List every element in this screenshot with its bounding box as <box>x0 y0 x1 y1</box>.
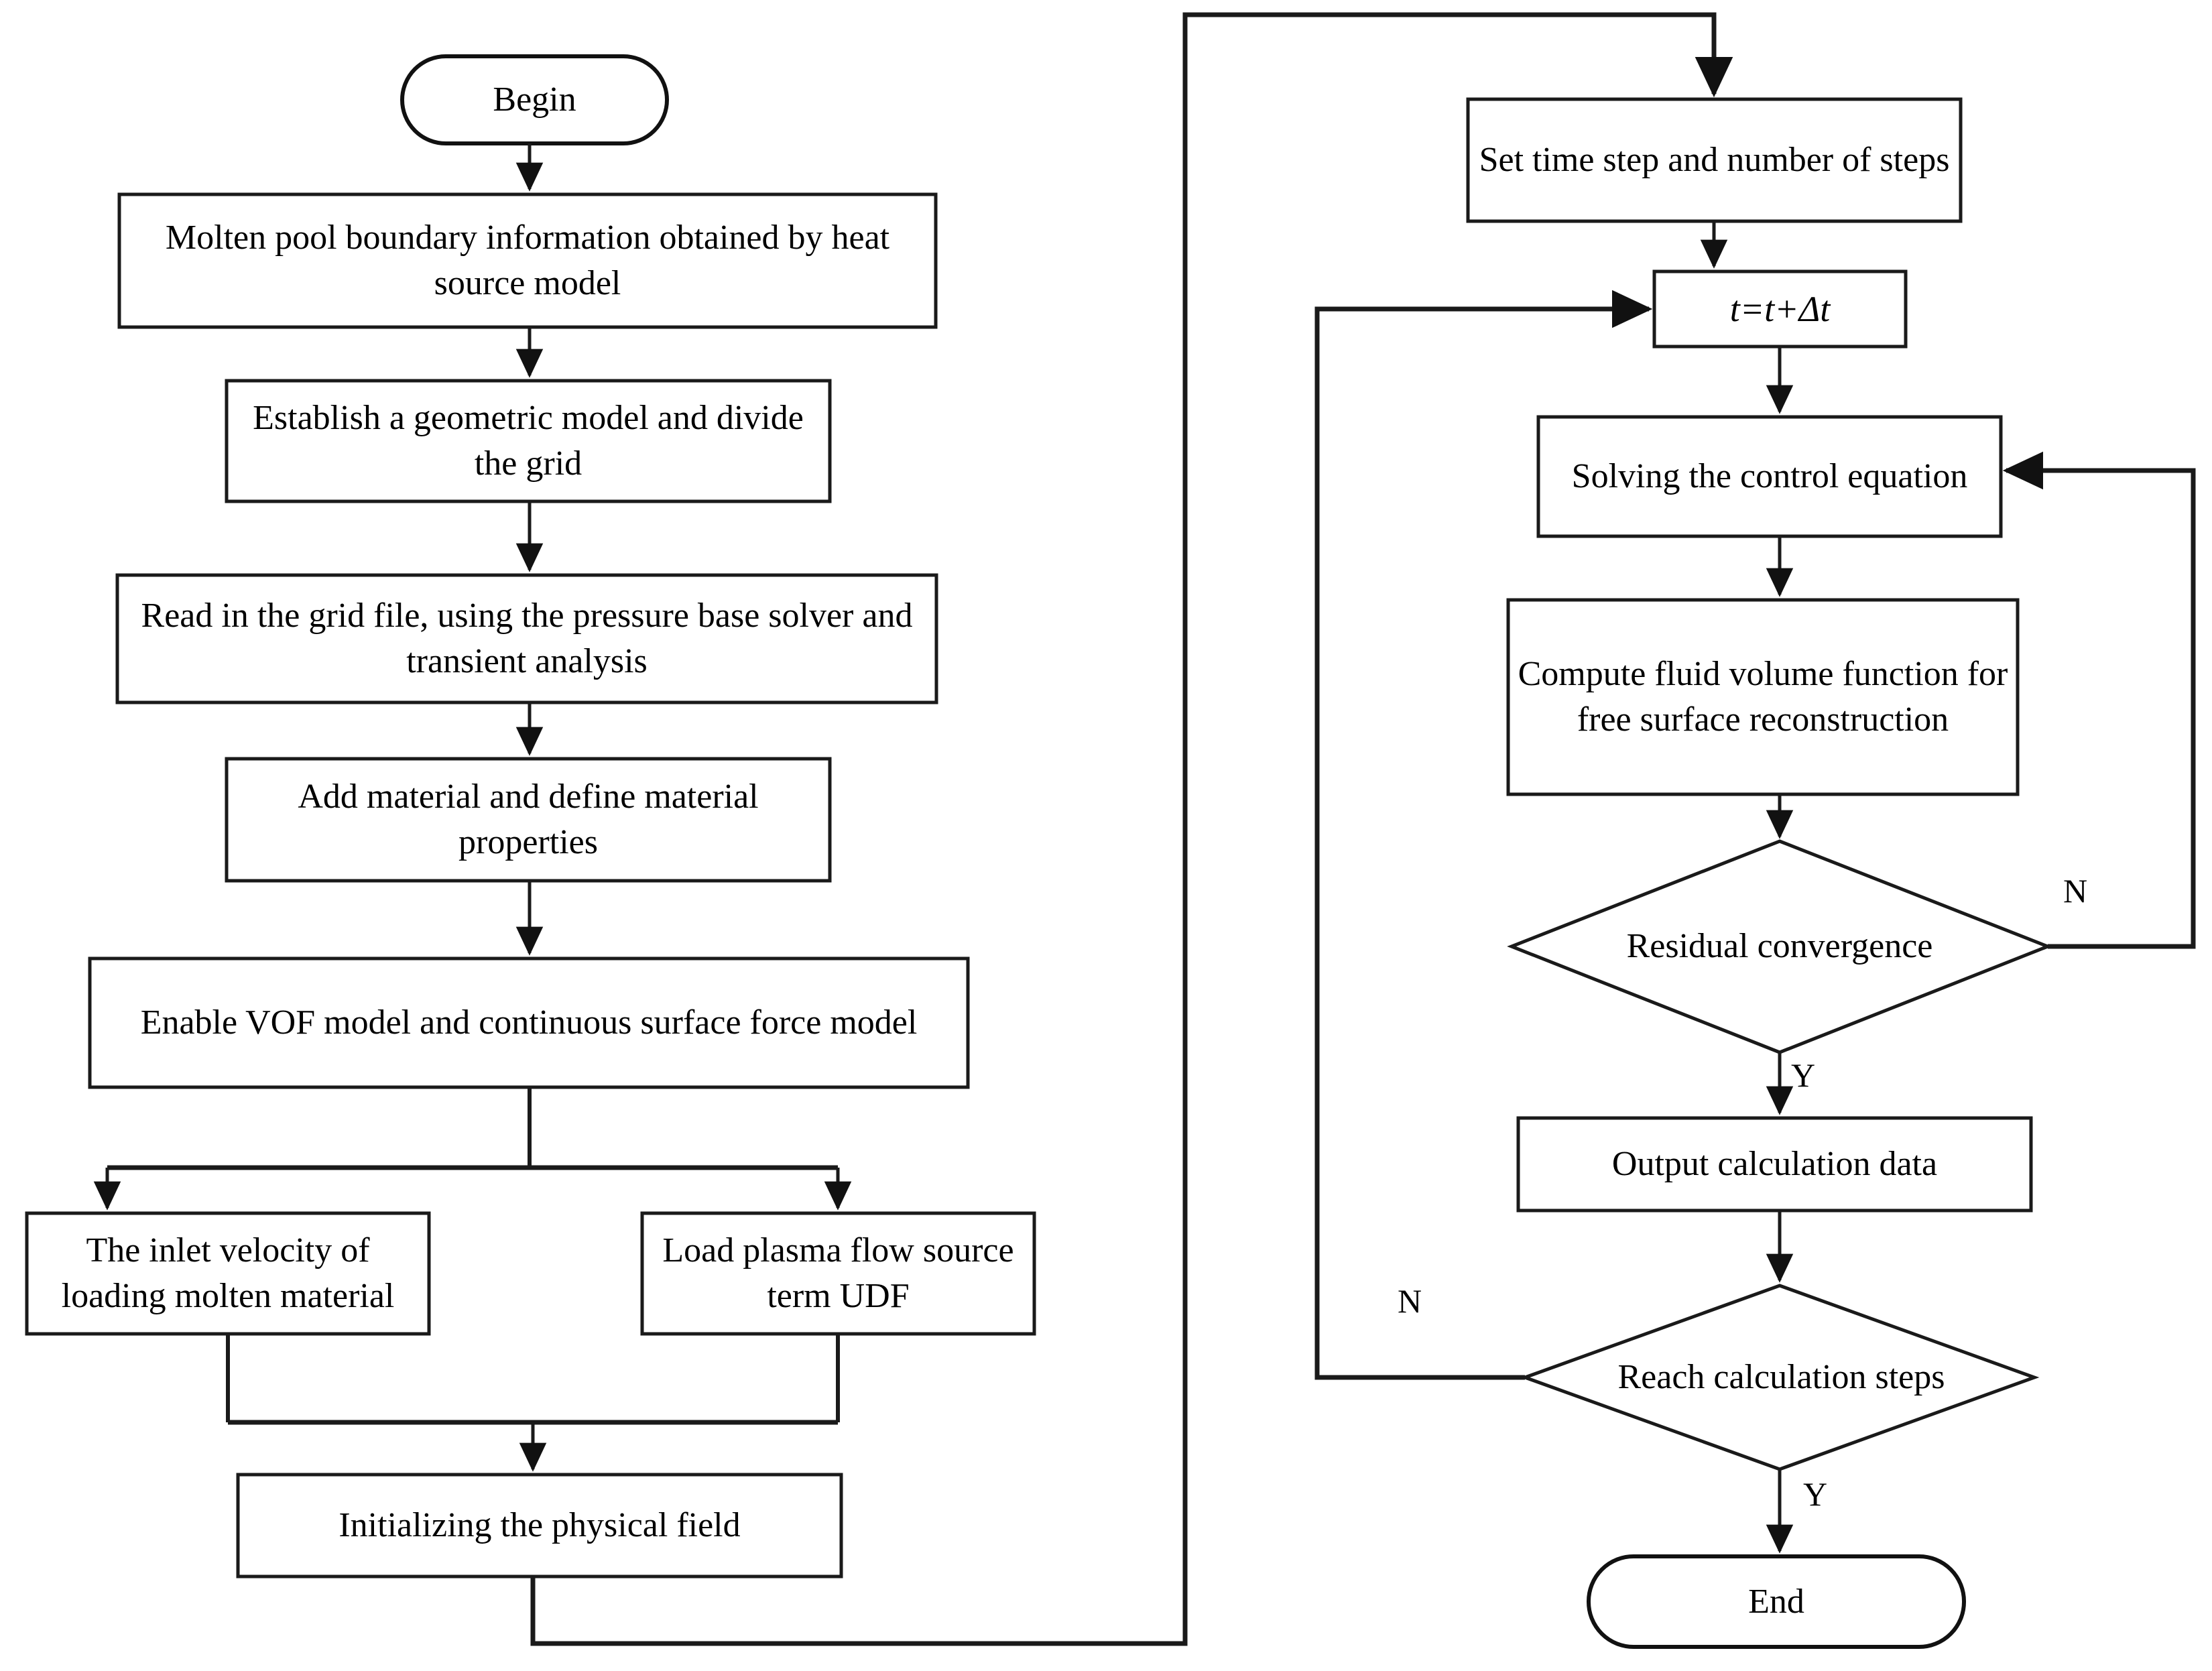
shape-plasma-udf <box>640 1211 1036 1336</box>
shape-geometric-model <box>225 379 832 503</box>
shape-read-grid <box>115 573 938 704</box>
shape-inlet-velocity <box>25 1211 431 1336</box>
shape-set-time-step <box>1466 97 1963 223</box>
shape-output-data <box>1516 1116 2033 1213</box>
shape-compute-vof <box>1506 598 2020 796</box>
shape-time-increment <box>1652 269 1908 349</box>
shape-molten-pool <box>117 192 938 329</box>
shape-enable-vof <box>88 956 970 1089</box>
shape-end <box>1587 1554 1966 1649</box>
edge-label-reach-no: N <box>1398 1282 1422 1320</box>
edge-label-residual-no: N <box>2063 872 2088 910</box>
shape-begin <box>400 54 669 145</box>
shape-solve-control <box>1536 415 2003 538</box>
edge-label-reach-yes: Y <box>1803 1475 1828 1513</box>
edge-initialize-to-settimestep <box>530 12 1733 1646</box>
shape-reach-steps <box>1520 1284 2040 1471</box>
edge-label-residual-yes: Y <box>1791 1056 1816 1094</box>
shape-add-material <box>225 757 832 883</box>
shape-initialize-field <box>236 1473 843 1579</box>
shape-residual-convergence <box>1507 839 2052 1054</box>
edge-reach-no-loop <box>1314 290 1653 1380</box>
edge-residual-no-loop <box>2002 451 2196 949</box>
